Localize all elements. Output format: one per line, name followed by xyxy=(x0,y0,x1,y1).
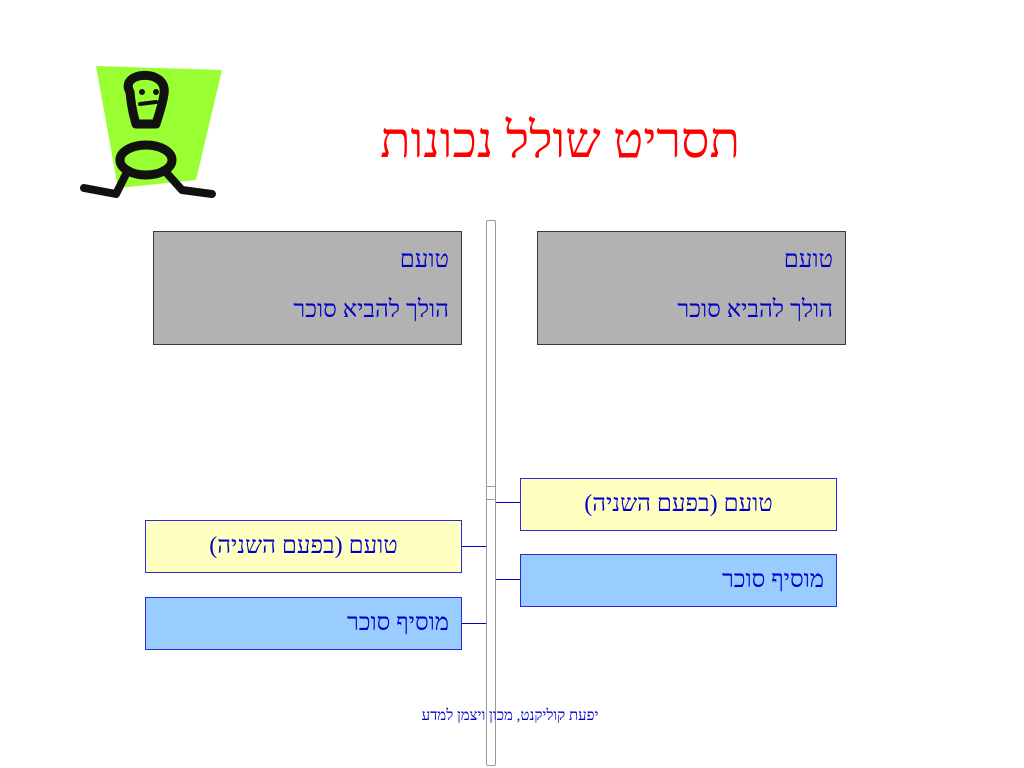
left-step-1-line-2: הולך להביא סוכר xyxy=(293,297,449,323)
right-step-box-2: טועם (בפעם השניה) xyxy=(520,478,837,531)
left-step-box-2: טועם (בפעם השניה) xyxy=(145,520,462,573)
footer-credit: יפעת קוליקנט, מכון ויצמן למדע xyxy=(421,708,599,724)
left-step-2-text: טועם (בפעם השניה) xyxy=(209,533,398,559)
right-step-1-line-1: טועם xyxy=(783,247,833,273)
connector-marker xyxy=(486,486,496,500)
slide-title: תסריט שולל נכונות xyxy=(380,112,740,168)
cartoon-figure-icon xyxy=(80,66,222,198)
right-step-box-1: טועם הולך להביא סוכר xyxy=(537,231,846,345)
left-step-box-1: טועם הולך להביא סוכר xyxy=(153,231,462,345)
right-step-3-text: מוסיף סוכר xyxy=(721,567,824,593)
left-step-box-3: מוסיף סוכר xyxy=(145,597,462,650)
right-step-1-line-2: הולך להביא סוכר xyxy=(677,297,833,323)
left-step-1-line-1: טועם xyxy=(399,247,449,273)
right-step-box-3: מוסיף סוכר xyxy=(520,554,837,607)
connector-left-3 xyxy=(462,623,486,624)
connector-right-3 xyxy=(496,579,520,580)
connector-left-2 xyxy=(462,546,486,547)
left-step-3-text: מוסיף סוכר xyxy=(346,610,449,636)
right-step-2-text: טועם (בפעם השניה) xyxy=(584,491,773,517)
connector-right-2 xyxy=(496,502,520,503)
